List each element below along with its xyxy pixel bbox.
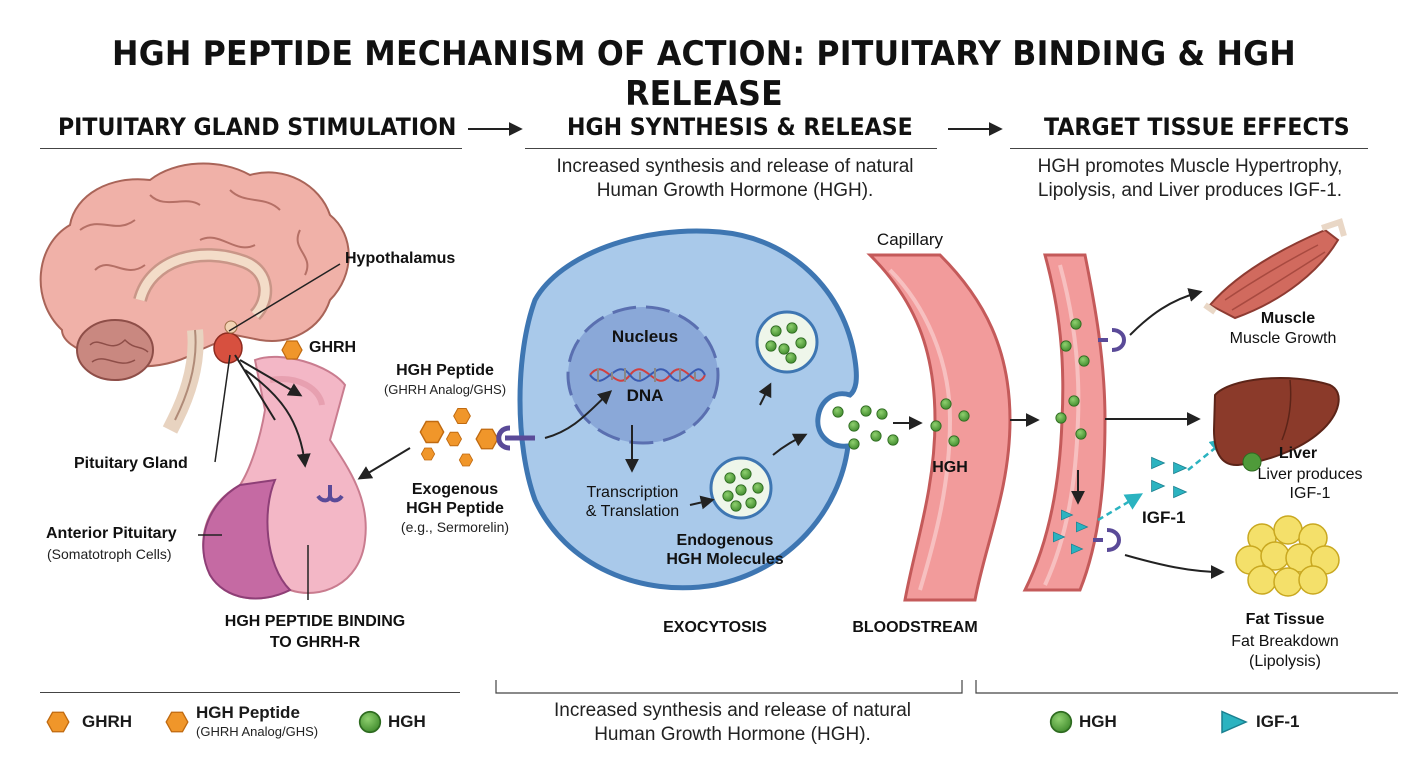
label-hgh-peptide-sub: (GHRH Analog/GHS) [383, 382, 507, 397]
somatotroph-cell [517, 228, 859, 591]
leader-hypothalamus [228, 263, 341, 332]
label-bloodstream: BLOODSTREAM [852, 619, 978, 636]
label-exogenous-line-2: HGH Peptide [406, 500, 504, 517]
receptor-muscle [1098, 328, 1126, 352]
label-binding: HGH PEPTIDE BINDING TO GHRH-R [205, 611, 425, 653]
page-title: HGH PEPTIDE MECHANISM OF ACTION: PITUITA… [112, 34, 1296, 114]
arrow-to-pituitary [357, 447, 411, 480]
pituitary-gland-illustration [202, 354, 367, 600]
label-pituitary-gland: Pituitary Gland [74, 455, 188, 472]
synthesis-desc-line-2: Human Growth Hormone (HGH). [596, 180, 874, 201]
label-transcription-line-1: Transcription [586, 484, 679, 501]
label-anterior-pituitary: Anterior Pituitary [46, 525, 177, 542]
legend-ghrh-icon [46, 711, 70, 733]
bottom-note-line-2: Human Growth Hormone (HGH). [594, 724, 871, 745]
label-exogenous: Exogenous HGH Peptide [395, 480, 515, 518]
label-capillary: Capillary [876, 230, 944, 249]
label-fat-sub: Fat Breakdown (Lipolysis) [1220, 632, 1350, 672]
legend-hgh-icon [358, 710, 382, 734]
leader-pituitary [214, 354, 231, 463]
label-exocytosis: EXOCYTOSIS [663, 619, 767, 636]
receptor-cell [496, 425, 535, 451]
target-arrows [893, 288, 1225, 579]
label-somatotroph: (Somatotroph Cells) [47, 546, 172, 562]
synthesis-description: Increased synthesis and release of natur… [520, 155, 950, 203]
label-liver-sub: Liver produces IGF-1 [1245, 465, 1375, 503]
label-ghrh: GHRH [309, 339, 357, 356]
receptor-fat [1093, 528, 1121, 552]
liver-illustration [1212, 377, 1340, 472]
legend-peptide-icon [165, 711, 189, 733]
label-endogenous-line-2: HGH Molecules [666, 551, 784, 568]
label-endogenous-line-1: Endogenous [676, 532, 774, 549]
section-title-pituitary: PITUITARY GLAND STIMULATION [58, 113, 457, 141]
hgh-peptide-cluster [419, 408, 499, 467]
label-liver-sub-line-2: IGF-1 [1289, 485, 1331, 502]
label-liver-sub-line-1: Liver produces [1257, 466, 1363, 483]
legend-ghrh-label: GHRH [82, 712, 133, 731]
legend-hgh-right-icon [1049, 710, 1073, 734]
label-fat: Fat Tissue [1245, 611, 1325, 628]
cell-arrows [544, 382, 808, 510]
bottom-note-line-1: Increased synthesis and release of natur… [554, 700, 911, 721]
legend-peptide-label: HGH Peptide [196, 703, 300, 722]
target-desc-line-2: Lipolysis, and Liver produces IGF-1. [1037, 180, 1343, 201]
label-igf1: IGF-1 [1142, 508, 1186, 527]
section-rule-1 [40, 148, 462, 149]
label-transcription: Transcription & Translation [570, 483, 695, 521]
section-title-target: TARGET TISSUE EFFECTS [1044, 113, 1350, 141]
bracket-right [975, 680, 1398, 694]
label-muscle: Muscle [1260, 310, 1316, 327]
muscle-illustration [1203, 218, 1347, 320]
legend-igf1-label: IGF-1 [1256, 712, 1300, 731]
bracket-middle [495, 680, 963, 694]
label-transcription-line-2: & Translation [585, 503, 680, 520]
label-hgh-peptide: HGH Peptide [396, 362, 494, 379]
capillary-vessel [866, 253, 1107, 602]
receptor-pituitary [316, 485, 344, 503]
legend-bottom-note: Increased synthesis and release of natur… [510, 699, 955, 747]
legend-rule-left [40, 692, 460, 693]
brain-illustration [39, 162, 350, 434]
label-binding-line-1: HGH PEPTIDE BINDING [224, 613, 406, 630]
label-binding-line-2: TO GHRH-R [269, 634, 361, 651]
section-rule-3 [1010, 148, 1368, 149]
igf1-arrows [1097, 437, 1228, 522]
legend-hgh-label: HGH [388, 712, 426, 731]
label-fat-sub-line-2: (Lipolysis) [1248, 653, 1321, 670]
label-nucleus: Nucleus [611, 327, 679, 346]
label-muscle-sub: Muscle Growth [1229, 330, 1337, 347]
fat-illustration [1235, 515, 1340, 597]
legend-igf1-icon [1221, 710, 1247, 734]
label-hgh-blood: HGH [932, 459, 968, 476]
target-description: HGH promotes Muscle Hypertrophy, Lipolys… [1000, 155, 1380, 203]
label-exogenous-line-1: Exogenous [411, 481, 499, 498]
target-desc-line-1: HGH promotes Muscle Hypertrophy, [1037, 156, 1343, 177]
section-rule-2 [525, 148, 937, 149]
synthesis-desc-line-1: Increased synthesis and release of natur… [556, 156, 914, 177]
label-endogenous: Endogenous HGH Molecules [655, 531, 795, 569]
label-hypothalamus: Hypothalamus [345, 250, 456, 267]
label-liver: Liver [1278, 445, 1318, 462]
label-exogenous-sub: (e.g., Sermorelin) [400, 519, 510, 535]
label-fat-sub-line-1: Fat Breakdown [1231, 633, 1339, 650]
legend-peptide-sub: (GHRH Analog/GHS) [196, 724, 319, 739]
label-dna: DNA [626, 386, 664, 405]
ghrh-hex-icon [281, 340, 303, 360]
section-title-synthesis: HGH SYNTHESIS & RELEASE [567, 113, 913, 141]
legend-hgh-right-label: HGH [1079, 712, 1117, 731]
